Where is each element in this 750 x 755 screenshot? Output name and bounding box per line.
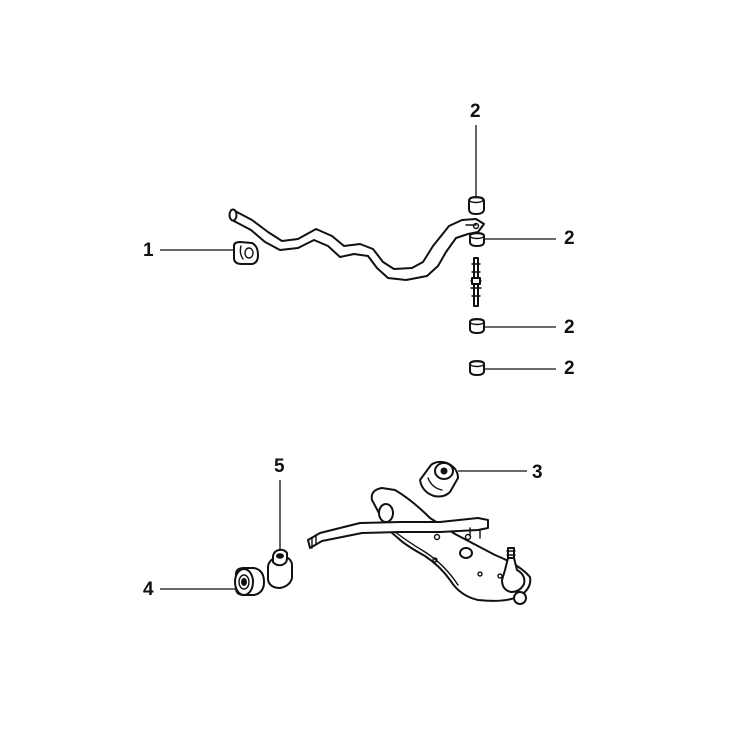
callout-2-top: 2	[470, 101, 481, 122]
callout-3: 3	[532, 462, 543, 483]
strut-bushing-part-5	[267, 480, 293, 589]
callout-1: 1	[143, 240, 154, 261]
stabilizer-bar	[228, 208, 485, 281]
stabilizer-link-parts-2	[468, 125, 556, 376]
callout-2-upper: 2	[564, 228, 575, 249]
callout-2-lower: 2	[564, 358, 575, 379]
callout-5: 5	[274, 456, 285, 477]
lower-control-arm	[307, 487, 532, 605]
arm-bushing-part-3	[419, 460, 527, 498]
stabilizer-bushing-part-1	[160, 241, 259, 265]
washer-bushing-part-4	[160, 567, 265, 596]
callout-2-middle: 2	[564, 317, 575, 338]
callout-4: 4	[143, 579, 154, 600]
